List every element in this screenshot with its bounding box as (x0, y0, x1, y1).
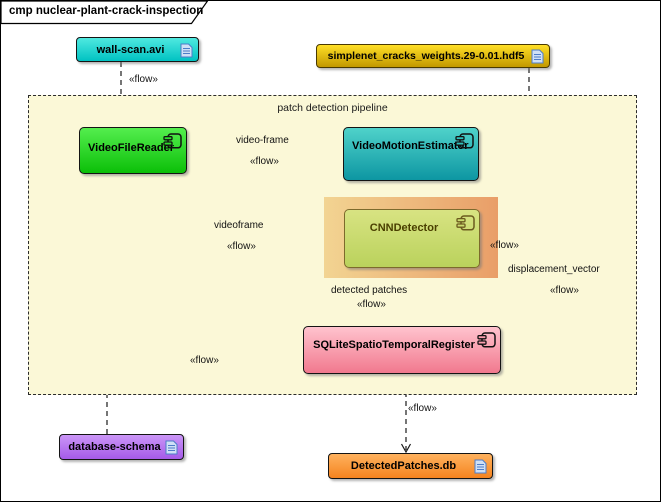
connector-stereotype-weights: «flow» (490, 240, 519, 251)
component-videomotionestimator[interactable]: VideoMotionEstimator (343, 127, 479, 181)
component-cnndetector[interactable]: CNNDetector (344, 209, 480, 268)
connector-stereotype-videoframe: «flow» (227, 241, 256, 252)
component-icon (477, 332, 496, 351)
artifact-label: database-schema (68, 441, 161, 453)
component-icon (455, 133, 474, 152)
component-label: VideoFileReader (88, 142, 174, 154)
artifact-simplenet-weights-hdf5[interactable]: simplenet_cracks_weights.29-0.01.hdf5 (316, 44, 550, 68)
document-icon (180, 43, 193, 61)
connector-stereotype-detected-patches: «flow» (357, 299, 386, 310)
connector-stereotype-output: «flow» (408, 403, 437, 414)
connector-stereotype-video-frame: «flow» (250, 156, 279, 167)
artifact-label: wall-scan.avi (96, 43, 165, 56)
connector-stereotype-wallscan: «flow» (129, 74, 158, 85)
component-icon (163, 133, 182, 152)
artifact-database-schema[interactable]: database-schema (59, 434, 184, 460)
diagram-title: cmp nuclear-plant-crack-inspection (9, 5, 204, 17)
artifact-label: DetectedPatches.db (350, 460, 457, 472)
document-icon (474, 459, 487, 477)
frame-title-tab: cmp nuclear-plant-crack-inspection (1, 1, 213, 25)
artifact-label: simplenet_cracks_weights.29-0.01.hdf5 (327, 50, 525, 62)
connector-name-video-frame: video-frame (236, 135, 289, 146)
group-label: patch detection pipeline (277, 102, 388, 114)
component-videofilereader[interactable]: VideoFileReader (79, 127, 187, 174)
document-icon (165, 440, 178, 458)
frame-title-tab-shape (1, 1, 209, 25)
component-sqlitespatiotemporalregister[interactable]: SQLiteSpatioTemporalRegister (303, 326, 501, 374)
connector-name-detected-patches: detected patches (331, 285, 408, 296)
connector-name-videoframe: videoframe (214, 220, 264, 231)
connector-stereotype-displacement-vector: «flow» (550, 285, 579, 296)
component-label: CNNDetector (369, 222, 439, 234)
connector-stereotype-schema: «flow» (190, 355, 219, 366)
component-label: VideoMotionEstimator (352, 140, 469, 152)
component-label: SQLiteSpatioTemporalRegister (313, 339, 475, 351)
connector-name-displacement-vector: displacement_vector (508, 264, 600, 275)
artifact-detectedpatches-db[interactable]: DetectedPatches.db (328, 453, 493, 479)
artifact-wall-scan-avi[interactable]: wall-scan.avi (76, 37, 199, 62)
component-icon (456, 215, 475, 234)
document-icon (531, 49, 544, 67)
